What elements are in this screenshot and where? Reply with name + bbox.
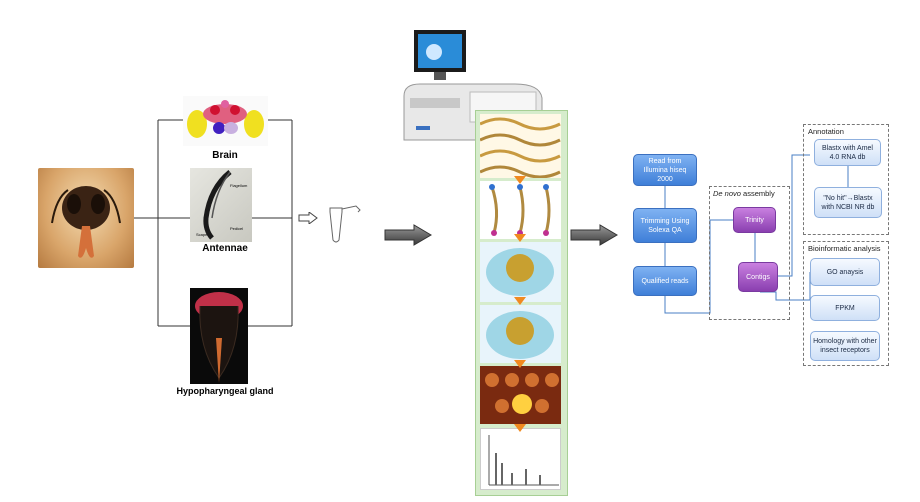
antennae-label: Antennae	[202, 243, 248, 254]
brain-label: Brain	[212, 150, 238, 161]
step-dna-strands	[479, 114, 561, 179]
step-plate	[480, 366, 561, 424]
reads-box: Read from Illumina hiseq 2000	[633, 154, 697, 186]
step-down-arrows	[514, 176, 526, 432]
step-signal-plot	[480, 428, 561, 490]
nohit-box: "No hit"→Blastx with NCBI NR db	[814, 187, 882, 218]
annotation-section	[803, 124, 889, 235]
antenna-part-scape: Scape	[196, 232, 208, 237]
trimming-box: Trimming Using Solexa QA	[633, 208, 697, 243]
go-analysis-box: GO anaysis	[810, 258, 880, 286]
tube-icon	[328, 200, 366, 249]
antenna-part-flagellum: Flagellum	[230, 183, 248, 188]
arrow-to-pipeline-icon	[570, 224, 618, 251]
arrow-to-sequencer-icon	[384, 224, 432, 251]
bee-head-photo	[38, 168, 134, 268]
annotation-title: Annotation	[808, 127, 844, 136]
bioinformatic-analysis-section	[803, 241, 889, 366]
trinity-box: Trinity	[733, 207, 776, 233]
fpkm-box: FPKM	[810, 295, 880, 321]
gland-image	[190, 288, 248, 384]
qualified-reads-box: Qualified reads	[633, 266, 697, 296]
brain-image	[183, 96, 268, 146]
small-arrow-icon	[298, 211, 318, 229]
blastx-box: Blastx with Amel 4.0 RNA db	[814, 139, 881, 166]
homology-box: Homology with other insect receptors	[810, 331, 880, 361]
denovo-assembly-title: De novo assembly	[713, 189, 775, 198]
contigs-box: Contigs	[738, 262, 778, 292]
step-bead-1	[480, 242, 561, 302]
antenna-part-pedicel: Pedicel	[230, 226, 244, 231]
antennae-image	[190, 168, 252, 242]
denovo-assembly-section	[709, 186, 790, 320]
step-bead-2	[480, 305, 561, 363]
bioinformatic-analysis-title: Bioinformatic analysis	[808, 244, 881, 253]
gland-label: Hypopharyngeal gland	[176, 386, 274, 396]
step-adapters	[480, 181, 561, 239]
